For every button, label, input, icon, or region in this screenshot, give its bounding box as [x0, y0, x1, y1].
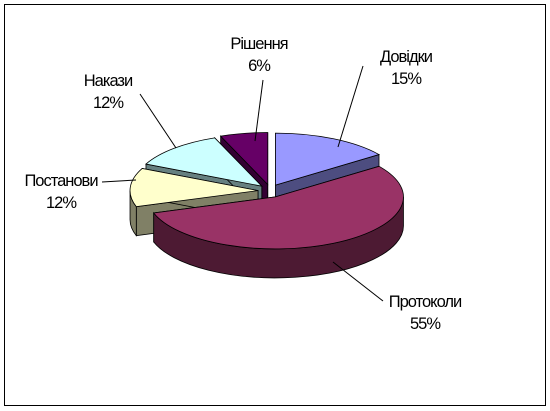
slice-percent-label: 12%	[46, 194, 77, 212]
slices-layer	[129, 132, 404, 279]
labels-layer: Довідки 15% Протоколи 55% Постанови 12% Накази…	[24, 35, 463, 333]
leader-line	[101, 179, 137, 183]
slice-top-face	[129, 168, 259, 208]
slice-name-label: Постанови	[24, 172, 98, 190]
leader-line	[139, 93, 177, 149]
leader-line	[332, 261, 384, 302]
slice-name-label: Накази	[84, 72, 133, 90]
slice-top-face	[145, 137, 263, 187]
slice-percent-label: 15%	[391, 70, 422, 88]
slice-name-label: Протоколи	[389, 293, 462, 311]
slice-name-label: Рішення	[230, 35, 287, 53]
leaders-layer	[101, 65, 384, 302]
pie-slice-1	[152, 165, 404, 279]
slice-top-face	[275, 132, 381, 186]
leader-line	[254, 79, 264, 142]
slice-name-label: Довідки	[380, 48, 433, 66]
slice-percent-label: 55%	[410, 315, 441, 333]
slice-percent-label: 12%	[93, 94, 124, 112]
slice-percent-label: 6%	[248, 57, 271, 75]
slice-top-face	[219, 132, 269, 186]
slice-top-face	[152, 165, 404, 250]
leader-line	[337, 65, 364, 148]
